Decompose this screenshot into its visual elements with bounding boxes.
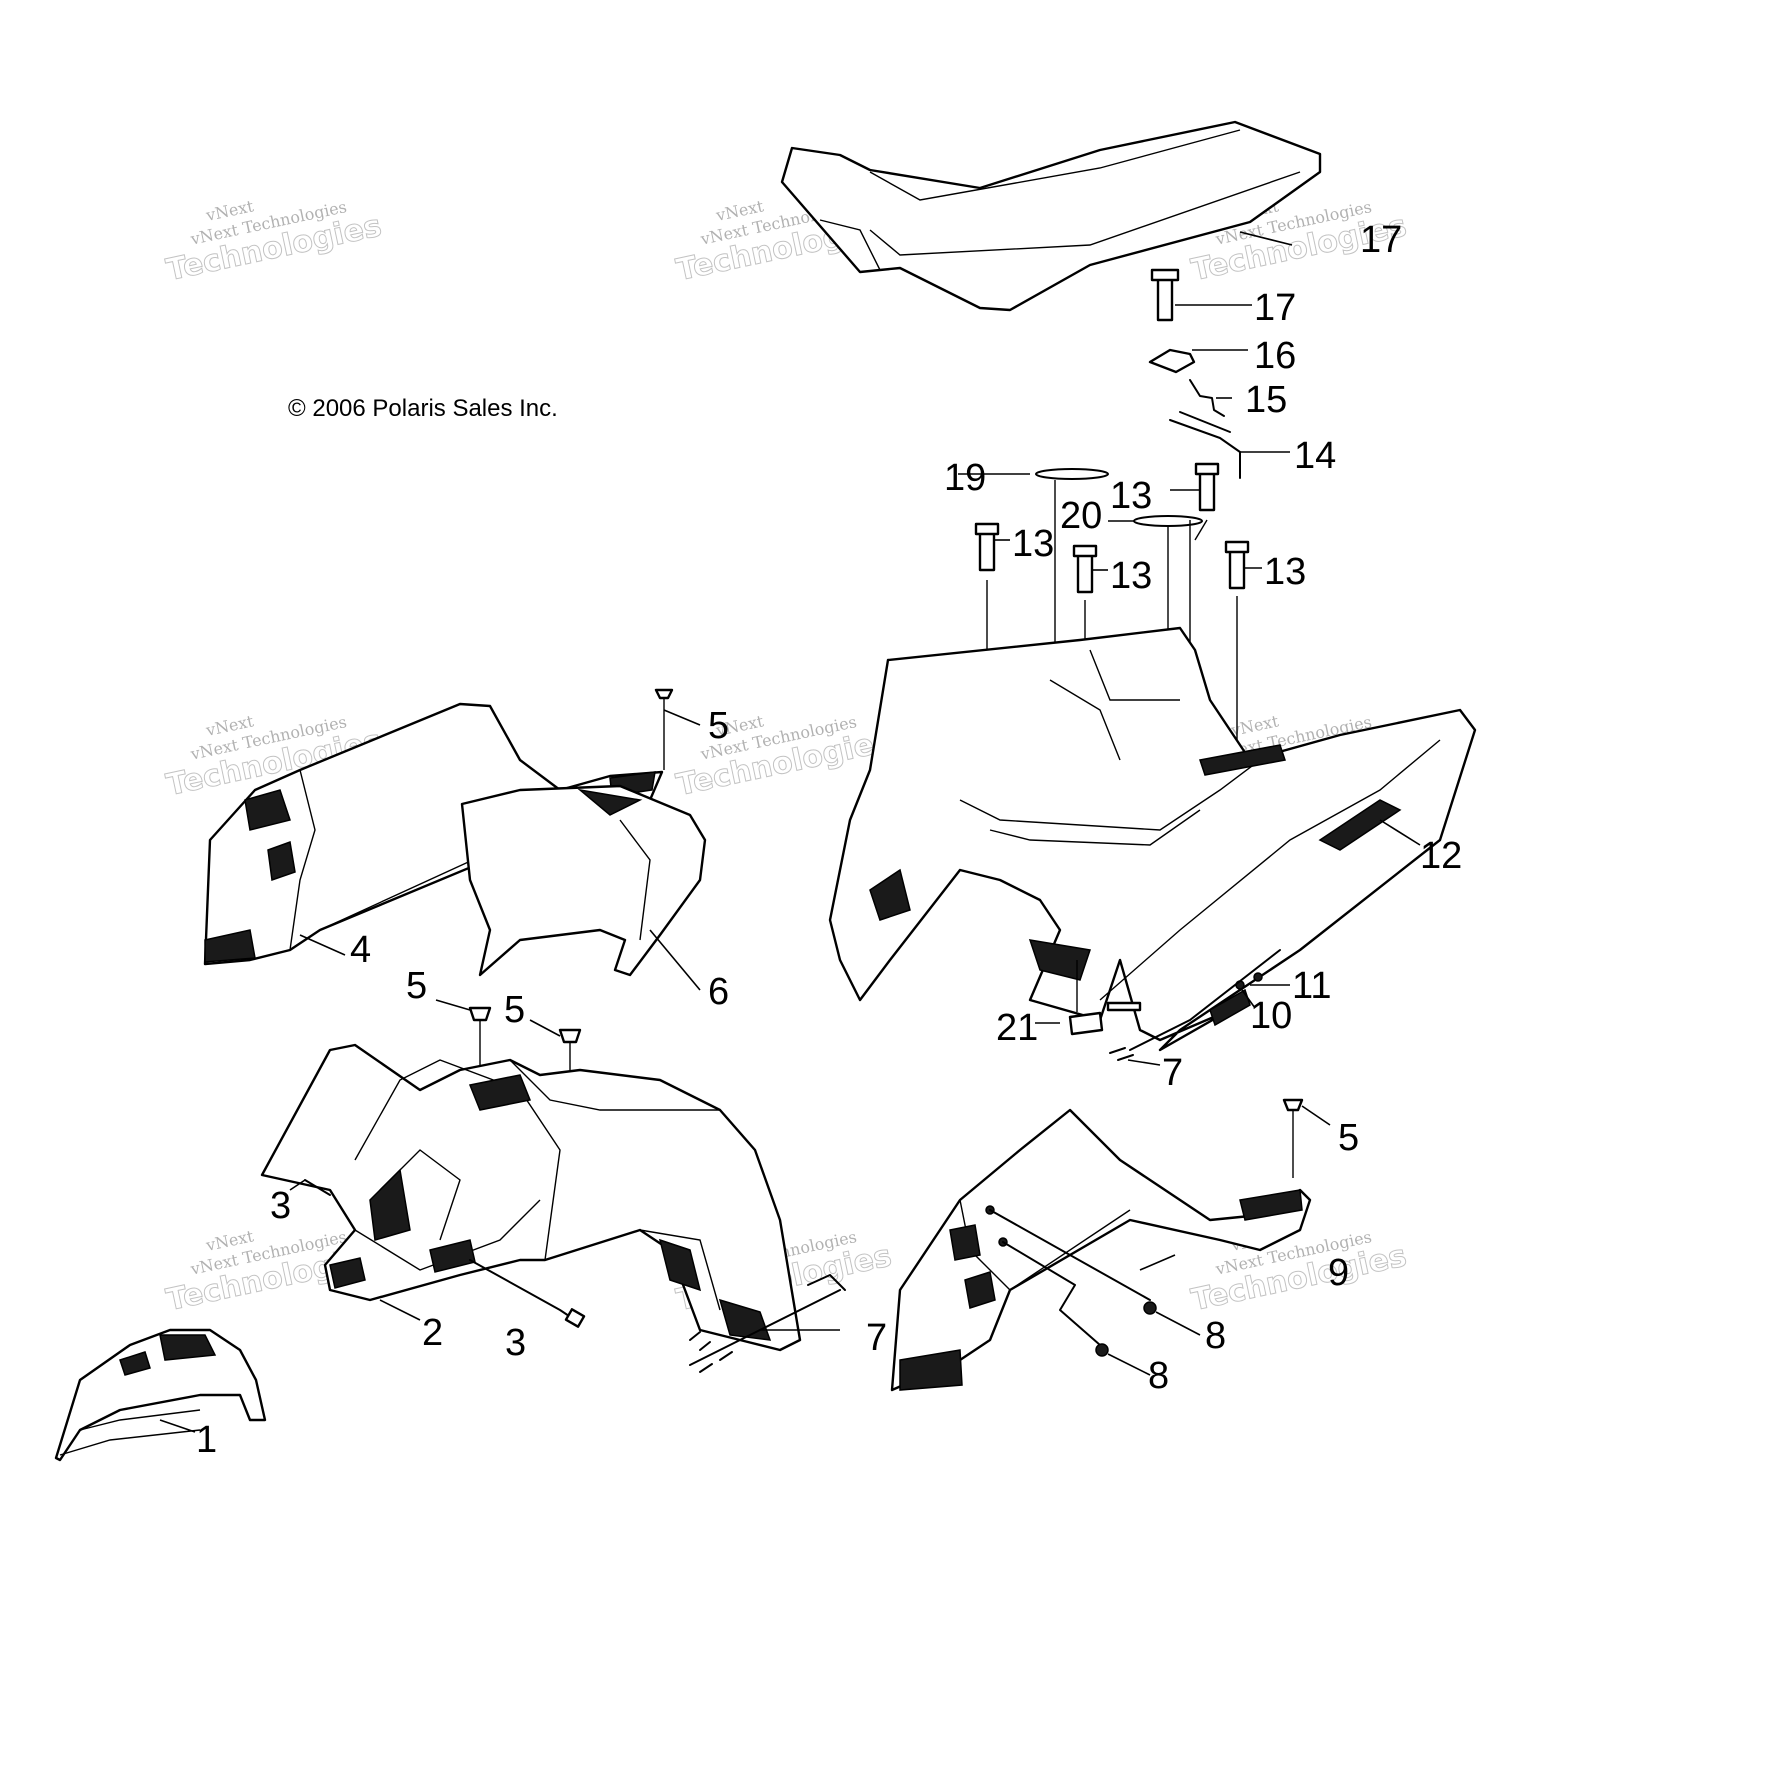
callout-3: 3 [505, 1322, 526, 1364]
part-seat [780, 120, 1322, 312]
callout-8: 8 [1205, 1315, 1226, 1357]
callout-1: 1 [196, 1419, 217, 1461]
small-hardware [1106, 949, 1281, 1061]
callout-11: 11 [1292, 965, 1331, 1007]
callout-9: 9 [1328, 1252, 1349, 1294]
callout-17: 17 [1254, 287, 1296, 329]
callout-13: 13 [1264, 551, 1306, 593]
callout-13: 13 [1110, 555, 1152, 597]
callout-12: 12 [1420, 835, 1462, 877]
callout-5: 5 [1338, 1117, 1359, 1159]
part-21 [1068, 1011, 1104, 1036]
pushpin-group [468, 688, 1304, 1178]
callout-15: 15 [1245, 379, 1287, 421]
part-right-side-panel [890, 1108, 1312, 1392]
callout-3: 3 [270, 1185, 291, 1227]
callout-13: 13 [1110, 475, 1152, 517]
callout-8: 8 [1148, 1355, 1169, 1397]
part-headlight-pod [54, 1328, 267, 1462]
fastener-group [974, 268, 1250, 820]
callout-21: 21 [996, 1007, 1038, 1049]
callout-2: 2 [422, 1312, 443, 1354]
callout-20: 20 [1060, 495, 1102, 537]
callout-labels: 1 2 3 3 4 5 5 5 5 17 6 7 7 8 8 9 10 11 1… [196, 219, 1462, 1461]
copyright-text: © 2006 Polaris Sales Inc. [288, 395, 558, 422]
callout-14: 14 [1294, 435, 1336, 477]
part-6 [460, 784, 707, 977]
callout-5: 5 [504, 989, 525, 1031]
callout-5: 5 [708, 705, 729, 747]
callout-5: 5 [406, 965, 427, 1007]
part-front-fender [260, 1043, 802, 1352]
callout-10: 10 [1250, 995, 1292, 1037]
callout-18: 17 [1360, 219, 1402, 261]
leader-lines [159, 231, 1421, 1433]
callout-6: 6 [708, 971, 729, 1013]
callout-16: 16 [1254, 335, 1296, 377]
callout-19: 19 [944, 457, 986, 499]
callout-13: 13 [1012, 523, 1054, 565]
callout-7: 7 [866, 1317, 887, 1359]
callout-4: 4 [350, 929, 371, 971]
part-rear-fender [828, 626, 1477, 1052]
part-left-side-panel [203, 702, 664, 966]
screw-group [304, 1179, 586, 1328]
callout-7: 7 [1162, 1052, 1183, 1094]
